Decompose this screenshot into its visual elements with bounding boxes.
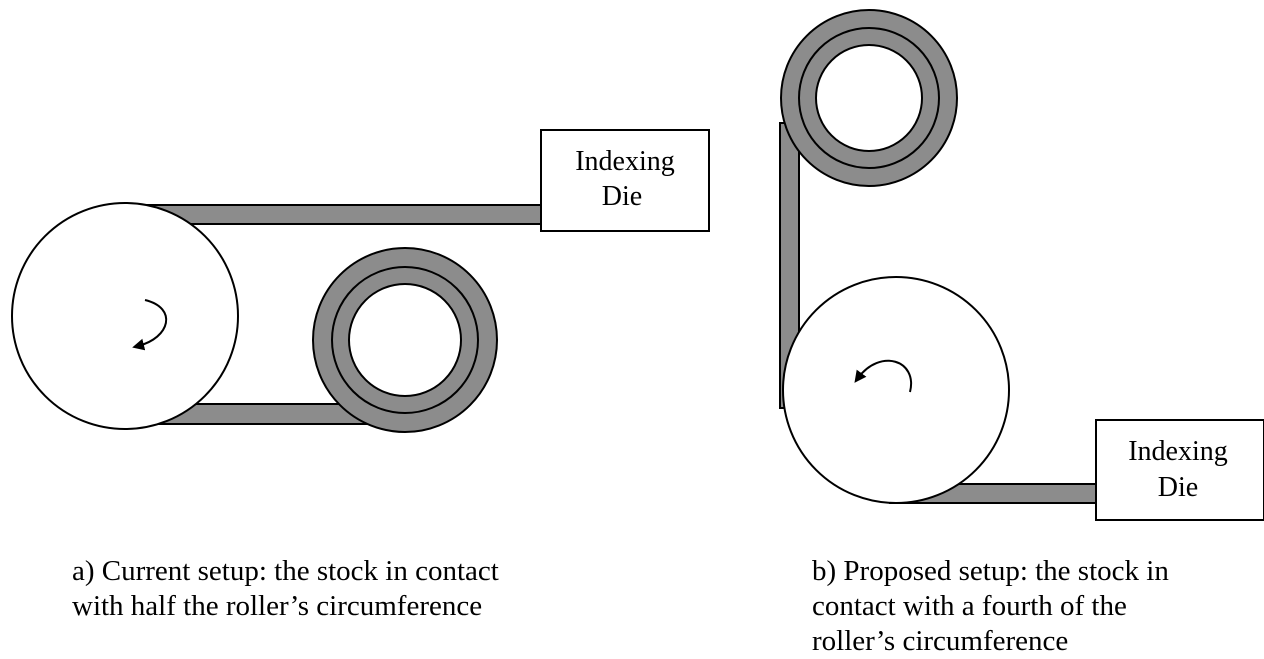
caption-line: contact with a fourth of the bbox=[812, 590, 1127, 622]
caption-current-setup: a) Current setup: the stock in contact w… bbox=[72, 554, 499, 624]
die-label-line1: Indexing bbox=[575, 146, 675, 177]
stock-strip-top bbox=[127, 204, 543, 225]
indexing-die: Indexing Die bbox=[1095, 419, 1264, 521]
roller bbox=[782, 276, 1010, 504]
die-label-line2: Die bbox=[1158, 472, 1198, 503]
caption-line: a) Current setup: the stock in contact bbox=[72, 555, 499, 587]
roller bbox=[11, 202, 239, 430]
setup-a-diagram: Indexing Die bbox=[11, 129, 710, 433]
die-label-line2: Die bbox=[602, 181, 642, 212]
rotation-arrow-icon bbox=[132, 299, 168, 351]
indexing-die: Indexing Die bbox=[540, 129, 710, 232]
caption-proposed-setup: b) Proposed setup: the stock in contact … bbox=[812, 554, 1169, 659]
stock-coil bbox=[312, 247, 498, 433]
die-label-line1: Indexing bbox=[1128, 436, 1228, 467]
caption-line: b) Proposed setup: the stock in bbox=[812, 555, 1169, 587]
rotation-arrow-icon bbox=[854, 359, 913, 393]
stock-coil bbox=[780, 9, 958, 187]
caption-line: with half the roller’s circumference bbox=[72, 590, 483, 622]
setup-b-diagram: Indexing Die bbox=[779, 9, 1264, 521]
caption-line: roller’s circumference bbox=[812, 625, 1069, 657]
